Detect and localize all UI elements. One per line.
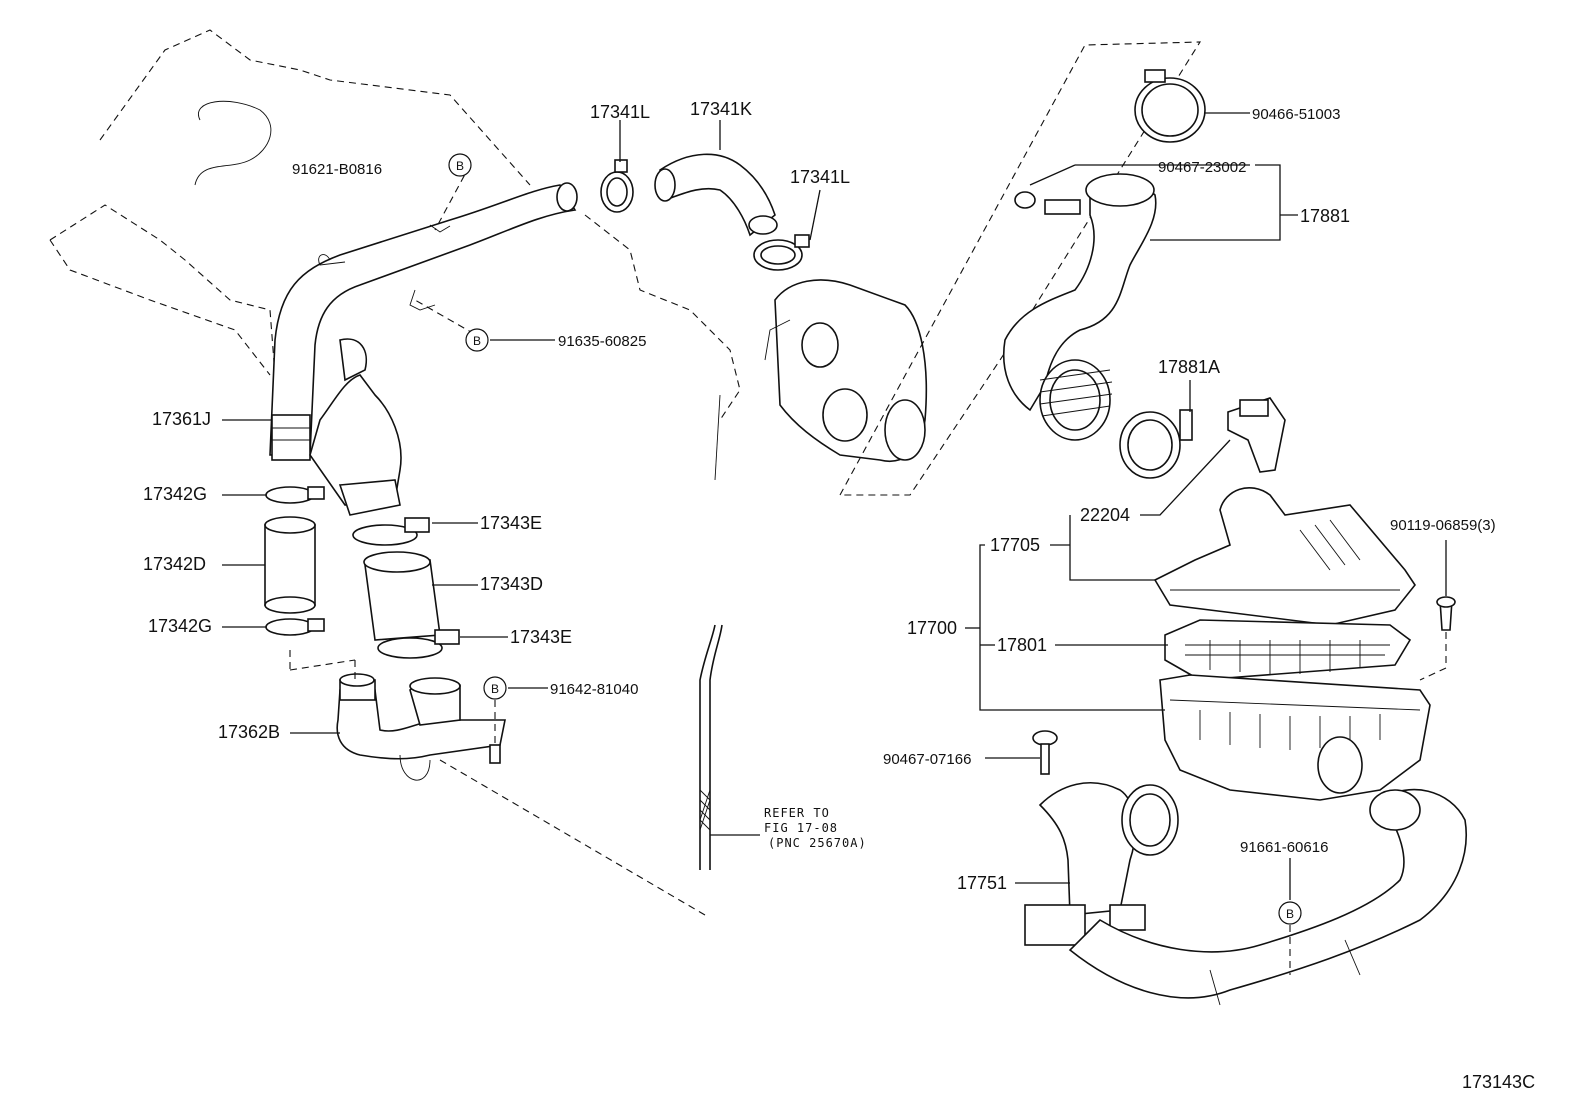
note-line-2: FIG 17-08 xyxy=(764,821,838,835)
label-17751: 17751 xyxy=(957,873,1007,893)
label-91642-81040: 91642-81040 xyxy=(550,681,638,698)
label-17343e-bottom: 17343E xyxy=(510,627,572,647)
label-90467-23002: 90467-23002 xyxy=(1158,159,1246,176)
hose-17343d xyxy=(363,551,441,641)
part-labels: 17341L 17341K 17341L 91621-B0816 91635-6… xyxy=(143,99,1496,893)
label-17700: 17700 xyxy=(907,618,957,638)
marker-b-91621-text: B xyxy=(456,159,464,173)
label-91621-b0816: 91621-B0816 xyxy=(292,161,382,178)
sensor-22204 xyxy=(1227,397,1286,473)
marker-b-91621: B xyxy=(448,153,472,177)
clamp-17342g-bottom xyxy=(265,618,325,636)
marker-b-91635-text: B xyxy=(473,334,481,348)
label-17881: 17881 xyxy=(1300,206,1350,226)
label-17343e-top: 17343E xyxy=(480,513,542,533)
note-line-3: (PNC 25670A) xyxy=(768,836,867,850)
throttle-body xyxy=(309,279,928,516)
inlet-duct-lower xyxy=(1068,788,1467,1006)
label-91661-60616: 91661-60616 xyxy=(1240,839,1328,856)
label-22204: 22204 xyxy=(1080,505,1130,525)
clamp-17343e-bottom xyxy=(377,629,460,659)
clamp-17343e-top xyxy=(352,517,430,546)
label-17342g-top: 17342G xyxy=(143,484,207,504)
label-17342d: 17342D xyxy=(143,554,206,574)
label-17341k: 17341K xyxy=(690,99,752,119)
vent-tube xyxy=(699,624,723,870)
marker-b-91661-text: B xyxy=(1286,907,1294,921)
label-17343d: 17343D xyxy=(480,574,543,594)
clamp-17881a xyxy=(1119,409,1193,479)
figure-id: 173143C xyxy=(1462,1072,1535,1092)
label-17342g-bottom: 17342G xyxy=(148,616,212,636)
marker-b-91635: B xyxy=(465,328,489,352)
hose-17341k xyxy=(600,153,810,271)
label-17881a: 17881A xyxy=(1158,357,1220,377)
marker-b-91642: B xyxy=(483,676,507,700)
label-17362b: 17362B xyxy=(218,722,280,742)
label-17341l-right: 17341L xyxy=(790,167,850,187)
marker-b-91661: B xyxy=(1278,901,1302,925)
bolt-90467-07166 xyxy=(1032,730,1058,775)
label-90466-51003: 90466-51003 xyxy=(1252,106,1340,123)
reference-note: REFER TO FIG 17-08 (PNC 25670A) xyxy=(764,806,867,850)
hose-17361j xyxy=(269,182,578,461)
leader-lines xyxy=(222,112,1447,975)
hose-17342d xyxy=(264,516,316,614)
bolt-90119-06859 xyxy=(1436,596,1456,631)
air-cleaner-lid-17705 xyxy=(1153,486,1416,626)
label-17801: 17801 xyxy=(997,635,1047,655)
label-17705: 17705 xyxy=(990,535,1040,555)
label-17341l-top: 17341L xyxy=(590,102,650,122)
union-17362b xyxy=(336,673,506,781)
clamp-90466-51003 xyxy=(1134,69,1206,143)
hose-17881 xyxy=(1002,173,1157,441)
note-line-1: REFER TO xyxy=(764,806,830,820)
label-91635-60825: 91635-60825 xyxy=(558,333,646,350)
label-90119-06859: 90119-06859(3) xyxy=(1390,517,1496,534)
label-17361j: 17361J xyxy=(152,409,211,429)
marker-b-91642-text: B xyxy=(491,682,499,696)
clamp-17342g-top xyxy=(265,486,325,504)
inlet-17751 xyxy=(1024,782,1179,946)
label-90467-07166: 90467-07166 xyxy=(883,751,971,768)
filter-element-17801 xyxy=(1164,619,1412,681)
air-cleaner-case xyxy=(1159,674,1431,801)
